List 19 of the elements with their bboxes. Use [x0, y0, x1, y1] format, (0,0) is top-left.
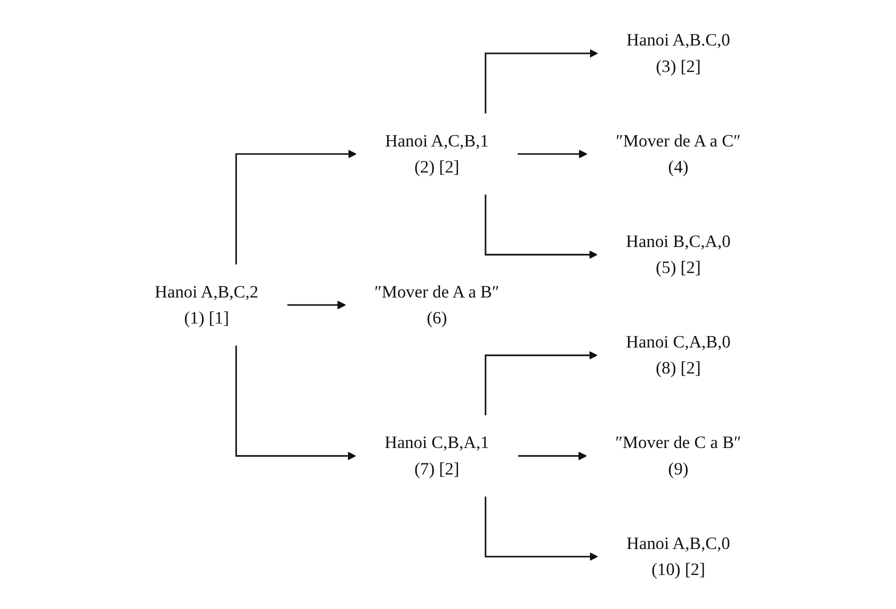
arrow	[484, 496, 598, 560]
node-text: Hanoi C,B,A,1 (7) [2]	[384, 432, 490, 478]
node-text: Hanoi C,A,B,0 (8) [2]	[626, 332, 731, 378]
node-text: ″Mover de A a C″ (4)	[616, 130, 741, 176]
node-text: Hanoi A,C,B,1 (2) [2]	[385, 130, 489, 176]
arrow	[286, 300, 346, 309]
node-text: ″Mover de A a B″ (6)	[374, 281, 500, 327]
arrow	[235, 149, 356, 264]
node-text: Hanoi A,B,C,2 (1) [1]	[154, 281, 258, 327]
arrow	[484, 350, 598, 415]
node-text: Hanoi B,C,A,0 (5) [2]	[626, 230, 731, 276]
arrow	[235, 345, 356, 460]
node-text: Hanoi A,B,C,0 (10) [2]	[626, 532, 730, 578]
node-text: ″Mover de C a B″ (9)	[615, 432, 742, 478]
arrow	[517, 451, 587, 460]
arrow	[484, 48, 598, 113]
node-text: Hanoi A,B.C,0 (3) [2]	[626, 30, 730, 76]
arrow	[484, 194, 598, 258]
arrow	[516, 149, 588, 158]
